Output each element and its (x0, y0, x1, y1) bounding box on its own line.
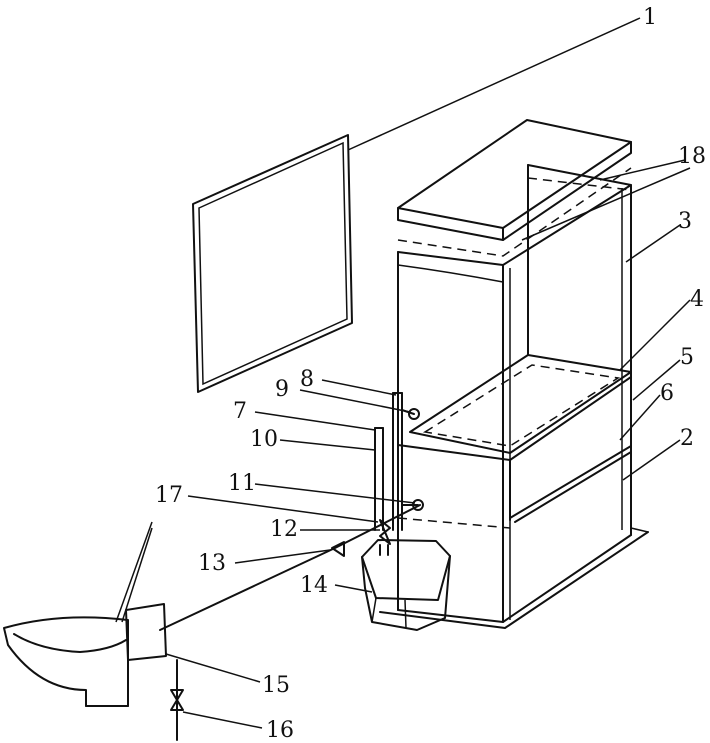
part-labels: 1 18 3 4 5 6 2 8 9 7 10 11 17 12 13 14 1… (155, 5, 706, 743)
label-9: 9 (275, 377, 289, 402)
label-3: 3 (678, 209, 692, 234)
bucket-14 (361, 539, 451, 631)
label-13: 13 (198, 551, 226, 576)
label-6: 6 (660, 381, 674, 406)
label-10: 10 (250, 427, 278, 452)
label-16: 16 (266, 718, 294, 743)
label-15: 15 (262, 673, 290, 698)
glass-panel (192, 134, 353, 393)
label-1: 1 (643, 5, 657, 30)
label-17: 17 (155, 483, 183, 508)
valve-16 (170, 659, 184, 741)
toilet (3, 521, 167, 707)
label-11: 11 (228, 471, 256, 496)
valve-12 (379, 519, 391, 545)
label-4: 4 (690, 287, 704, 312)
label-18: 18 (678, 144, 706, 169)
lid-plate (397, 119, 632, 241)
label-12: 12 (270, 517, 298, 542)
label-5: 5 (680, 345, 694, 370)
label-7: 7 (233, 399, 247, 424)
tank-body (379, 164, 649, 629)
label-8: 8 (300, 367, 314, 392)
label-2: 2 (680, 426, 694, 451)
drain-pipe (159, 504, 421, 631)
leader-lines (165, 17, 691, 729)
label-14: 14 (300, 573, 328, 598)
